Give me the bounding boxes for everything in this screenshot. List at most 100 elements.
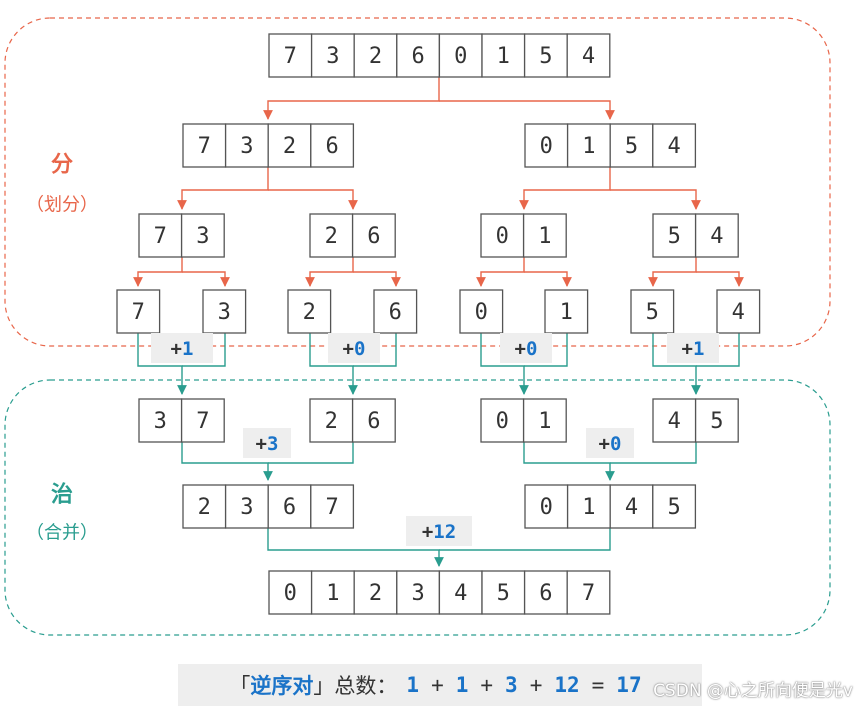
- array-cell-value: 4: [625, 495, 638, 520]
- inversion-badge-7: +12: [406, 516, 472, 546]
- array-cell: [138, 398, 183, 443]
- array-cell-value: 4: [668, 409, 681, 434]
- connector-root-left: [263, 77, 440, 120]
- array-cell-value: 0: [540, 495, 553, 520]
- merge-connector-6: [524, 333, 568, 367]
- array-leaf-2: 3: [202, 289, 247, 334]
- badge-background: [667, 333, 719, 363]
- badge-background: [243, 428, 291, 458]
- merge-connector-2: [182, 333, 226, 367]
- connector-r-rl: [519, 167, 611, 210]
- divide-connectors: [133, 77, 744, 287]
- array-leaf-6: 1: [544, 289, 589, 334]
- badge-plus: +: [256, 433, 267, 455]
- summary-plus-2: +: [480, 673, 494, 697]
- array-cell: [309, 398, 354, 443]
- summary-total: 17: [616, 673, 642, 697]
- inversion-badge-3: +0: [500, 333, 552, 363]
- array-cell-value: 7: [325, 495, 338, 520]
- badge-count: +1: [171, 338, 194, 360]
- array-cell-value: 0: [454, 44, 467, 69]
- array-cell: [566, 33, 611, 78]
- array-leaf-4: 6: [373, 289, 418, 334]
- merge-subtitle: （合并）: [26, 523, 98, 544]
- array-cell-value: 1: [326, 581, 339, 606]
- array-cell-value: 6: [283, 495, 296, 520]
- array-cell-value: 5: [539, 44, 552, 69]
- merge-connector-8: [696, 333, 740, 367]
- badge-value: 3: [267, 433, 278, 455]
- array-cell-value: 4: [454, 581, 467, 606]
- badge-background: [586, 428, 634, 458]
- array-cell: [652, 484, 697, 529]
- array-cell-value: 6: [367, 409, 380, 434]
- array-cell: [138, 213, 183, 258]
- connector-l-lr: [268, 189, 358, 210]
- badge-count: +1: [682, 338, 705, 360]
- badge-value: 12: [433, 521, 456, 543]
- array-cell-value: 6: [367, 224, 380, 249]
- badge-plus: +: [599, 433, 610, 455]
- array-cell-value: 6: [411, 44, 424, 69]
- array-cell-value: 0: [475, 300, 488, 325]
- inversion-badge-2: +0: [328, 333, 380, 363]
- array-cell: [309, 213, 354, 258]
- merge-connector-10: [268, 442, 354, 464]
- badge-background: [406, 516, 472, 546]
- merge-connector-4: [353, 333, 397, 367]
- array-cell: [310, 123, 355, 168]
- array-cell-value: 2: [198, 495, 211, 520]
- array-cell: [480, 398, 525, 443]
- array-cell-value: 6: [539, 581, 552, 606]
- array-cell-value: 5: [710, 409, 723, 434]
- array-cell: [180, 213, 225, 258]
- array-cell-value: 1: [582, 495, 595, 520]
- array-cell-value: 5: [667, 495, 680, 520]
- summary-equals: =: [591, 673, 605, 697]
- array-cell-value: 1: [538, 224, 551, 249]
- array-cell: [609, 484, 654, 529]
- array-cell-value: 4: [732, 300, 745, 325]
- array-cell-value: 0: [540, 134, 553, 159]
- badge-plus: +: [171, 338, 182, 360]
- connector-ll-leaves-a: [133, 257, 183, 287]
- inversion-total-summary: 「 逆序对 」 总数： 1 + 1 + 3 + 12 = 17: [178, 664, 702, 706]
- summary-plus-3: +: [529, 673, 543, 697]
- array-cell-value: 7: [198, 134, 211, 159]
- array-cell: [267, 123, 312, 168]
- connector-r-rr: [610, 189, 701, 210]
- array-cell: [522, 213, 567, 258]
- summary-plus-1: +: [431, 673, 444, 697]
- badge-background: [328, 333, 380, 363]
- badge-background: [500, 333, 552, 363]
- badge-background: [151, 333, 213, 363]
- summary-term-4: 12: [554, 673, 580, 697]
- array-cell-value: 6: [389, 300, 402, 325]
- merge-connector-7: [652, 333, 701, 395]
- merge-connector-11: [523, 442, 615, 481]
- badge-value: 0: [526, 338, 537, 360]
- array-cell: [224, 484, 269, 529]
- array-cell: [716, 289, 761, 334]
- array-cell: [202, 289, 247, 334]
- array-cell-value: 4: [710, 224, 723, 249]
- array-cell-value: 1: [497, 44, 510, 69]
- array-cell: [310, 570, 355, 615]
- inversion-badge-5: +3: [243, 428, 291, 458]
- summary-close-bracket: 」: [313, 674, 335, 698]
- array-cell-value: 5: [646, 300, 659, 325]
- array-cell-value: 2: [325, 224, 338, 249]
- array-cell-value: 3: [411, 581, 424, 606]
- array-cell: [396, 570, 441, 615]
- array-cell: [438, 33, 483, 78]
- array-cell: [630, 289, 675, 334]
- badge-plus: +: [515, 338, 526, 360]
- connector-ll-leaves-b: [182, 271, 230, 287]
